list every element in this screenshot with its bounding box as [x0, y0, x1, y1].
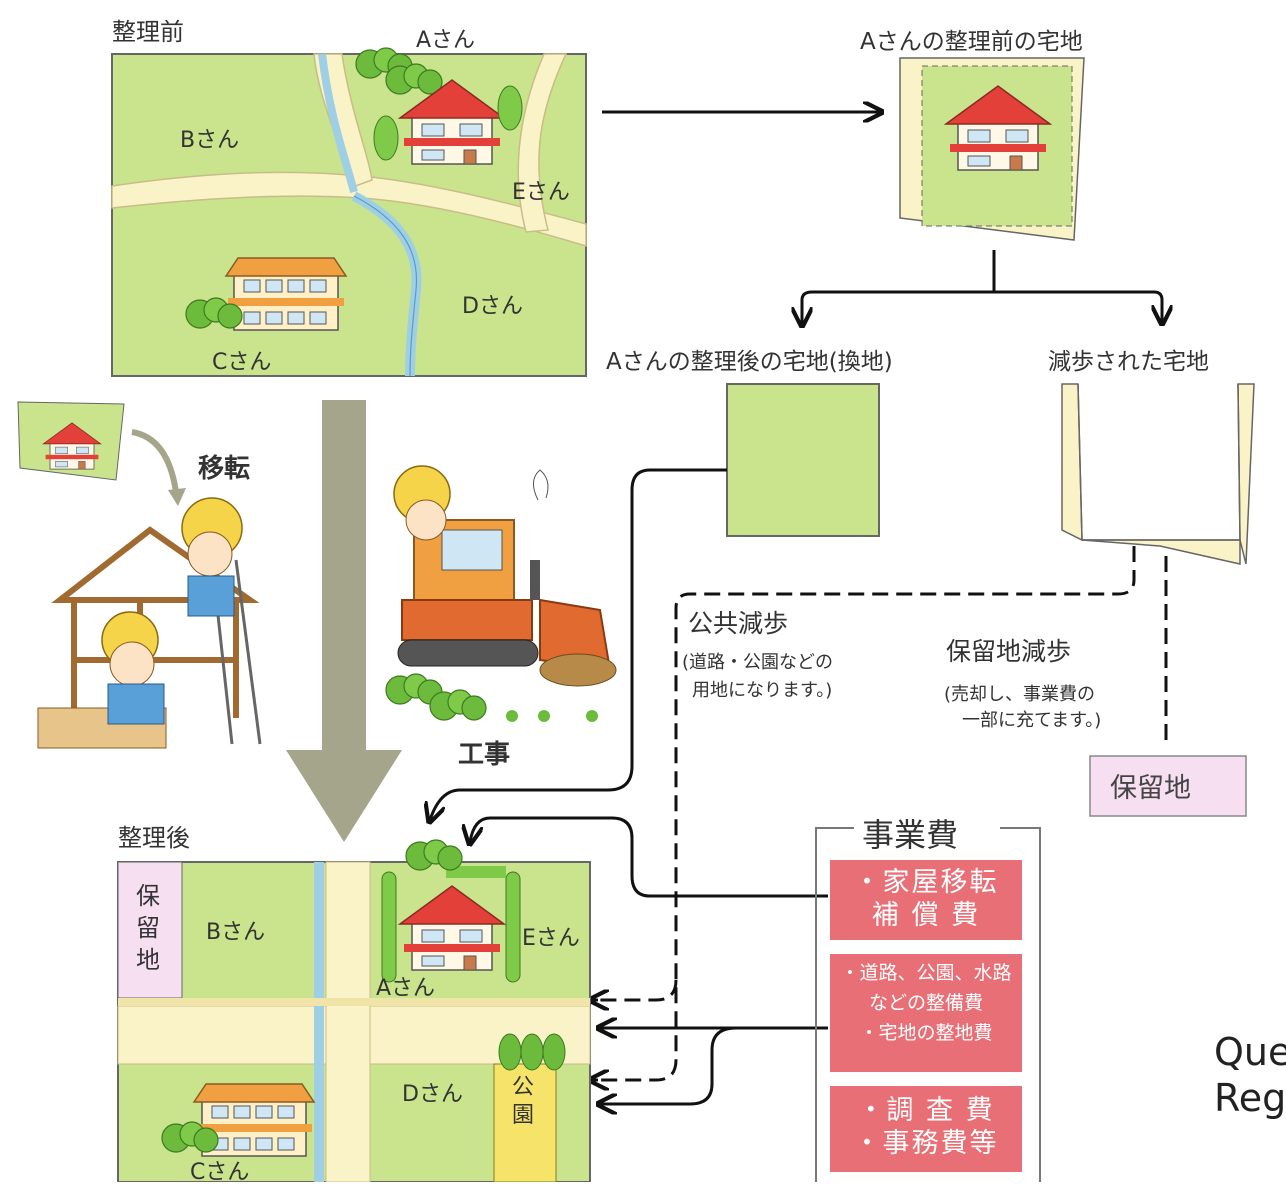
- overlay-text-line1: Que: [1214, 1030, 1286, 1074]
- before-owner-a: Aさん: [416, 28, 476, 53]
- project-cost-frame: [815, 827, 1041, 1182]
- public-reduction-title: 公共減歩: [688, 609, 789, 638]
- relocation-label: 移転: [198, 454, 251, 484]
- split-arrows: [802, 250, 1162, 324]
- reserve-char-2: 留: [136, 914, 160, 942]
- cost-item1-line2: 補 償 費: [871, 900, 981, 931]
- after-map: [117, 839, 591, 1182]
- cost-item2-line1: ・道路、公園、水路: [840, 962, 1012, 984]
- after-owner-d: Dさん: [402, 1082, 463, 1107]
- reserve-char-1: 保: [136, 882, 160, 910]
- after-owner-b: Bさん: [206, 920, 266, 945]
- after-reserve-vertical: 保 留 地: [136, 880, 166, 976]
- public-reduction-note2: 用地になります。): [692, 680, 833, 701]
- before-title: 整理前: [112, 18, 184, 46]
- cost-item-survey-admin: ・調 査 費 ・事務費等: [830, 1086, 1022, 1172]
- reserve-land-box: [1089, 755, 1247, 817]
- before-owner-e: Eさん: [512, 180, 570, 205]
- before-owner-c: Cさん: [212, 350, 272, 375]
- project-cost-title: 事業費: [862, 816, 959, 854]
- overlay-text-line2: Reg: [1214, 1076, 1286, 1120]
- construction-label: 工事: [458, 740, 511, 770]
- after-park: 公 園: [512, 1074, 538, 1130]
- after-owner-c: Cさん: [190, 1160, 250, 1185]
- cost-item-infrastructure: ・道路、公園、水路 などの整備費 ・宅地の整地費: [830, 954, 1022, 1072]
- reserve-reduction-title: 保留地減歩: [946, 637, 1072, 666]
- cost-item2-line2: などの整備費: [868, 992, 983, 1014]
- after-owner-a: Aさん: [376, 976, 436, 1001]
- a-plot-after: [726, 383, 880, 537]
- reserve-reduction-note2: 一部に充てます。): [962, 710, 1102, 731]
- before-owner-b: Bさん: [180, 128, 240, 153]
- reserve-char-3: 地: [136, 946, 160, 974]
- reserve-reduction-note1: (売却し、事業費の: [944, 684, 1096, 705]
- cost-item3-line1: ・調 査 費: [857, 1095, 995, 1126]
- reduced-plot: [1061, 383, 1255, 565]
- cost-item-relocation-compensation: ・家屋移転 補 償 費: [830, 860, 1022, 940]
- dashed-links: [600, 546, 1168, 1082]
- down-arrow: [286, 400, 402, 842]
- after-title: 整理後: [118, 824, 190, 852]
- a-plot-after-title: Aさんの整理後の宅地(換地): [606, 349, 893, 375]
- solid-links: [430, 468, 828, 1104]
- a-plot-before: [899, 57, 1085, 241]
- reduced-plot-title: 減歩された宅地: [1048, 349, 1209, 375]
- cost-item2-line3: ・宅地の整地費: [859, 1022, 993, 1044]
- park-char-2: 園: [512, 1103, 535, 1128]
- bulldozer-illustration: [385, 465, 617, 722]
- public-reduction-note1: (道路・公園などの: [682, 652, 834, 673]
- after-owner-e: Eさん: [522, 926, 580, 951]
- park-char-1: 公: [512, 1075, 535, 1100]
- cost-item3-line2: ・事務費等: [853, 1128, 999, 1159]
- before-map: [111, 47, 587, 377]
- cost-item1-line1: ・家屋移転: [853, 867, 999, 898]
- reserve-land-label: 保留地: [1110, 773, 1191, 804]
- a-plot-before-title: Aさんの整理前の宅地: [860, 29, 1083, 55]
- before-owner-d: Dさん: [462, 294, 523, 319]
- relocation-sketch: [17, 401, 262, 749]
